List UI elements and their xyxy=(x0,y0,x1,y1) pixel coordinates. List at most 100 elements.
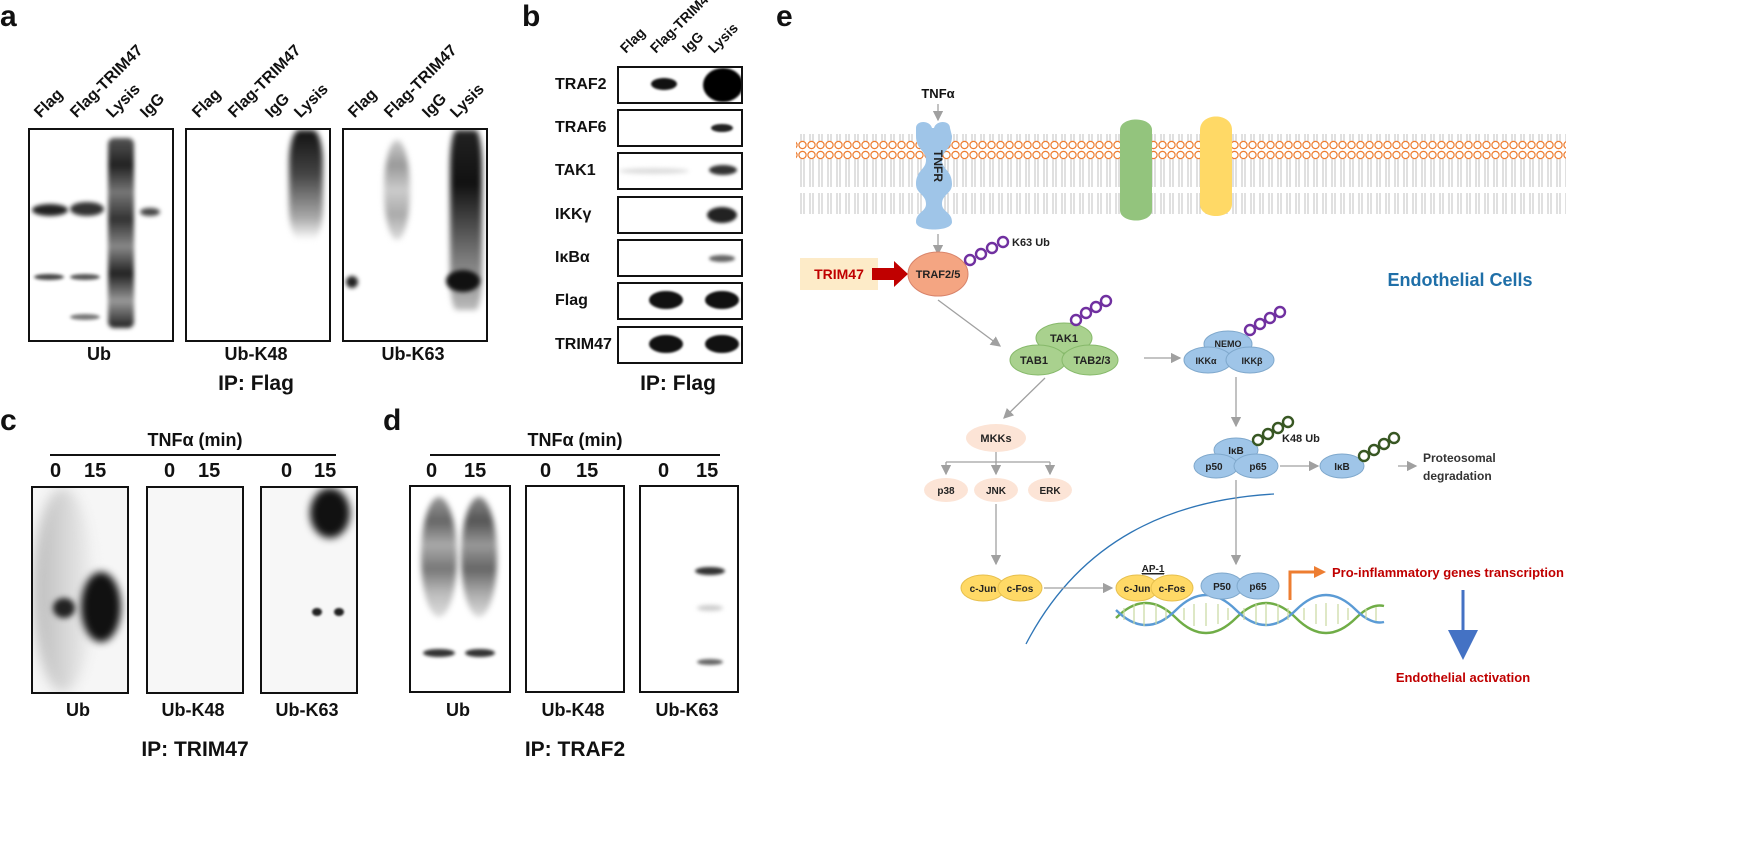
activation-label: Endothelial activation xyxy=(1396,670,1530,685)
timepoint: 15 xyxy=(464,460,487,482)
blot-band xyxy=(53,598,75,618)
blot-caption: Ub xyxy=(66,700,90,720)
lane-label: Flag xyxy=(31,86,67,122)
arrow xyxy=(937,299,1002,347)
blot-band xyxy=(619,168,689,174)
trim47-label: TRIM47 xyxy=(814,266,864,282)
mkks-label: MKKs xyxy=(980,433,1011,445)
panel-a-label: a xyxy=(0,0,17,33)
blot-a-ub-k63 xyxy=(342,128,488,342)
blot-band xyxy=(334,608,344,616)
cfos-label: c-Fos xyxy=(1007,584,1034,595)
row-label: TRAF2 xyxy=(555,76,607,93)
p65-label: p65 xyxy=(1249,462,1267,473)
jnk-label: JNK xyxy=(986,486,1007,497)
trim47-arrow xyxy=(872,261,908,287)
blot-band xyxy=(703,68,741,102)
cfos-node xyxy=(997,574,1043,602)
timepoint: 0 xyxy=(164,460,176,482)
nfkb-p65-label: p65 xyxy=(1249,582,1267,593)
tnfa-label: TNFα xyxy=(921,86,954,101)
ap1-cfos-node xyxy=(1150,574,1194,602)
tab23-node xyxy=(1061,344,1119,376)
timepoint: 15 xyxy=(198,460,221,482)
blot-caption: Ub-K63 xyxy=(275,700,339,720)
nfkb-p65-node xyxy=(1236,572,1280,600)
blot-b-ikba xyxy=(617,239,743,277)
nemo-label: NEMO xyxy=(1215,339,1242,349)
blot-d-ub-k48 xyxy=(525,485,625,693)
lane-label: Flag xyxy=(616,24,649,56)
ikb-label: IκB xyxy=(1228,446,1244,457)
blot-band xyxy=(705,335,739,353)
blot-caption: Ub-K48 xyxy=(224,344,288,364)
ap1-label: AP-1 xyxy=(1142,564,1165,575)
p65-node xyxy=(1233,453,1279,479)
blot-d-ub xyxy=(409,485,511,693)
timepoint: 0 xyxy=(50,460,62,482)
lane-label: Lysis xyxy=(704,19,741,57)
blot-band xyxy=(70,202,104,216)
lane-label: Flag xyxy=(345,86,381,122)
mkks-node xyxy=(966,424,1026,452)
timepoint: 15 xyxy=(576,460,599,482)
row-label: Flag xyxy=(555,292,588,309)
lane-label: Lysis xyxy=(447,80,488,122)
p38-node xyxy=(924,478,968,502)
nuclear-envelope xyxy=(1025,493,1275,645)
blot-band xyxy=(289,130,323,240)
blot-band xyxy=(70,314,100,320)
traf-node xyxy=(907,251,969,297)
blot-caption: Ub-K63 xyxy=(655,700,719,720)
lane-label: IgG xyxy=(419,90,451,122)
jnk-node xyxy=(974,478,1018,502)
p50-label: p50 xyxy=(1205,462,1223,473)
blot-band xyxy=(697,659,723,665)
blot-band xyxy=(709,255,735,262)
blot-band xyxy=(651,78,677,90)
blot-c-ub xyxy=(31,486,129,694)
k48-ubiquitin-chain xyxy=(1251,415,1295,447)
blot-band xyxy=(384,140,410,240)
blot-band xyxy=(649,335,683,353)
tak1-node xyxy=(1035,322,1093,354)
blot-band xyxy=(423,649,455,657)
degradation-label-2: degradation xyxy=(1423,469,1492,483)
k48-ubiquitin-chain xyxy=(1357,431,1401,463)
blot-band xyxy=(649,291,683,309)
traf-label: TRAF2/5 xyxy=(916,269,961,281)
blot-band xyxy=(346,276,358,288)
blot-caption: Ub-K63 xyxy=(381,344,445,364)
panel-d-label: d xyxy=(383,404,402,437)
ikkb-node xyxy=(1225,346,1275,374)
timepoint: 15 xyxy=(696,460,719,482)
panel-b-label: b xyxy=(522,0,541,33)
blot-d-ub-k63 xyxy=(639,485,739,693)
timepoint: 15 xyxy=(84,460,107,482)
transcription-label: Pro-inflammatory genes transcription xyxy=(1332,565,1564,580)
blot-band xyxy=(697,605,723,611)
blot-b-traf6 xyxy=(617,109,743,147)
row-label: TRAF6 xyxy=(555,119,607,136)
ip-label: IP: TRIM47 xyxy=(141,738,249,761)
lane-label: IgG xyxy=(262,90,294,122)
blot-band xyxy=(707,207,737,223)
endothelial-cells-title: Endothelial Cells xyxy=(1387,270,1532,290)
treatment-label: TNFα (min) xyxy=(527,430,623,450)
blot-a-ub-k48 xyxy=(185,128,331,342)
row-label: IKKγ xyxy=(555,206,592,223)
panel-c-label: c xyxy=(0,404,17,437)
cell-membrane xyxy=(796,134,1566,214)
blot-band xyxy=(421,497,457,617)
nfkb-p50-label: P50 xyxy=(1213,582,1231,593)
ip-label: IP: TRAF2 xyxy=(524,738,626,761)
blot-b-trim47 xyxy=(617,326,743,364)
blot-band xyxy=(465,649,495,657)
timepoint: 15 xyxy=(314,460,337,482)
blot-b-ikkg xyxy=(617,196,743,234)
ikkb-label: IKKβ xyxy=(1242,356,1263,366)
blot-band xyxy=(34,274,64,280)
free-ikb-node xyxy=(1319,453,1365,479)
timepoint: 0 xyxy=(540,460,552,482)
cjun-label: c-Jun xyxy=(970,584,997,595)
